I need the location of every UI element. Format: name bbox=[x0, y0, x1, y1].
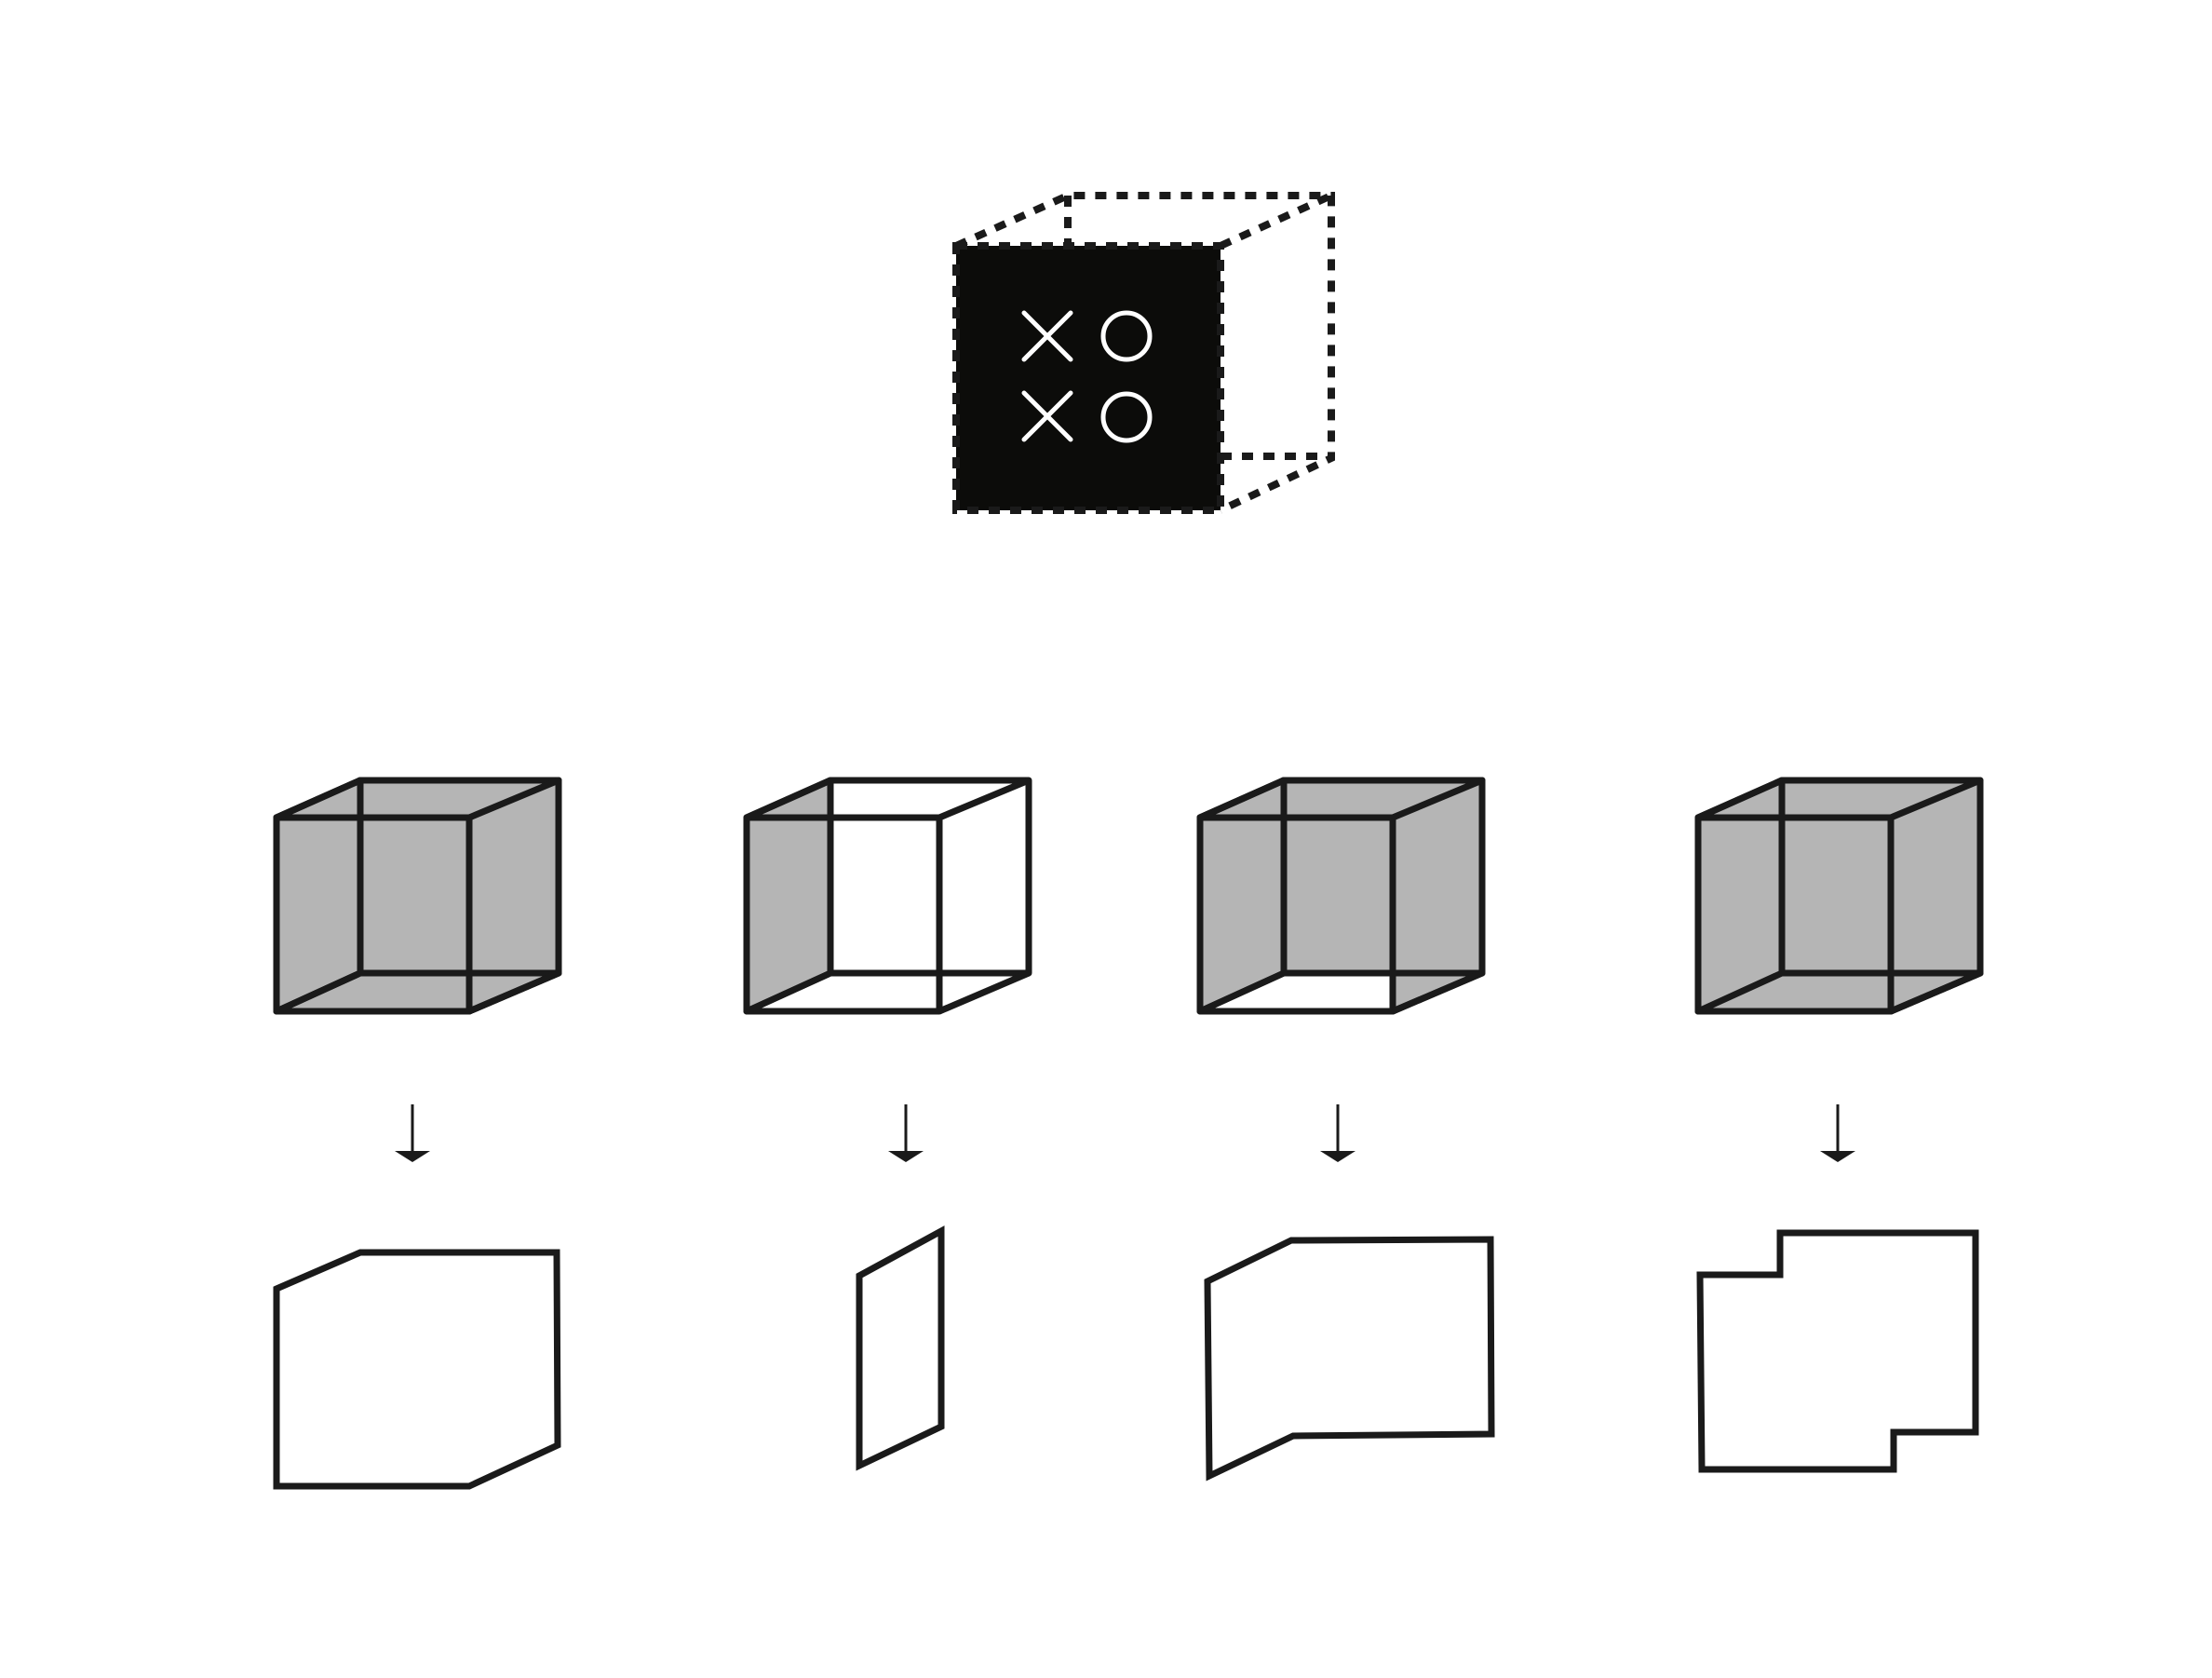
arrow-down-icon bbox=[888, 1104, 924, 1162]
circle-icon bbox=[1100, 391, 1153, 443]
option-cube-2 bbox=[743, 777, 1032, 1015]
arrow-down-icon bbox=[1820, 1104, 1855, 1162]
shaded-face bbox=[360, 780, 559, 973]
cross-icon bbox=[1021, 310, 1073, 362]
result-shape-1 bbox=[273, 1249, 561, 1490]
option-cube-3 bbox=[1196, 777, 1486, 1015]
reference-cube bbox=[952, 192, 1335, 514]
front-face bbox=[956, 246, 1221, 510]
circle-icon bbox=[1100, 310, 1153, 362]
result-shape-2 bbox=[856, 1225, 945, 1471]
arrow-down-icon bbox=[395, 1104, 430, 1162]
arrow-down-icon bbox=[1320, 1104, 1356, 1162]
option-cube-4 bbox=[1694, 777, 1984, 1015]
cross-icon bbox=[1021, 390, 1073, 442]
result-shape-4 bbox=[1696, 1229, 1979, 1473]
option-cube-1 bbox=[273, 777, 562, 1015]
dotted-edges bbox=[952, 192, 1335, 514]
result-shape-3 bbox=[1204, 1236, 1495, 1482]
